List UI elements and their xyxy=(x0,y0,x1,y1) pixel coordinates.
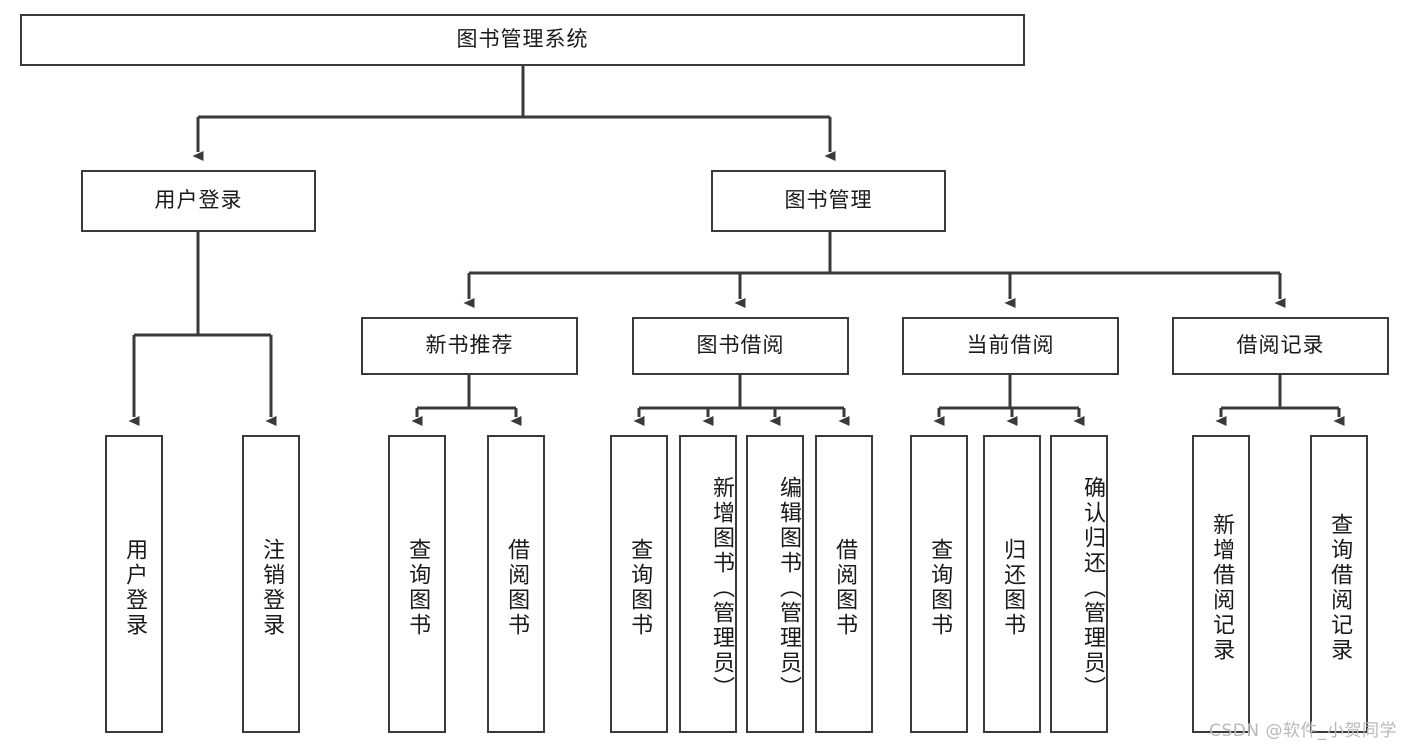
node-user-login[interactable]: 用户登录 xyxy=(81,170,316,232)
node-current-borrow[interactable]: 当前借阅 xyxy=(902,317,1119,375)
node-borrow-record-label: 借阅记录 xyxy=(1236,333,1325,358)
node-book-borrow-label: 图书借阅 xyxy=(696,333,785,358)
leaf-cb-return-book-label: 归还图书 xyxy=(1000,538,1026,638)
leaf-bb-borrow-book-label: 借阅图书 xyxy=(832,538,858,638)
leaf-user-login-label: 用户登录 xyxy=(122,538,148,638)
node-root-label: 图书管理系统 xyxy=(456,27,589,52)
node-book-management[interactable]: 图书管理 xyxy=(711,170,946,232)
leaf-bb-add-book[interactable]: 新增图书（管理员） xyxy=(679,435,737,733)
leaf-br-query-record-label: 查询借阅记录 xyxy=(1327,513,1353,663)
node-new-book-recommend[interactable]: 新书推荐 xyxy=(361,317,578,375)
leaf-logout[interactable]: 注销登录 xyxy=(242,435,300,733)
leaf-bb-query-book[interactable]: 查询图书 xyxy=(610,435,668,733)
leaf-bb-edit-book[interactable]: 编辑图书（管理员） xyxy=(746,435,804,733)
node-borrow-record[interactable]: 借阅记录 xyxy=(1172,317,1389,375)
leaf-user-login[interactable]: 用户登录 xyxy=(105,435,163,733)
node-root[interactable]: 图书管理系统 xyxy=(20,14,1025,66)
leaf-nb-borrow-book-label: 借阅图书 xyxy=(504,538,530,638)
leaf-nb-query-book-label: 查询图书 xyxy=(405,538,431,638)
leaf-br-add-record[interactable]: 新增借阅记录 xyxy=(1192,435,1250,733)
leaf-bb-borrow-book[interactable]: 借阅图书 xyxy=(815,435,873,733)
leaf-nb-query-book[interactable]: 查询图书 xyxy=(388,435,446,733)
node-current-borrow-label: 当前借阅 xyxy=(966,333,1055,358)
node-new-book-recommend-label: 新书推荐 xyxy=(425,333,514,358)
leaf-bb-edit-book-label: 编辑图书（管理员） xyxy=(776,475,801,701)
node-book-borrow[interactable]: 图书借阅 xyxy=(632,317,849,375)
leaf-logout-label: 注销登录 xyxy=(259,538,285,638)
node-book-management-label: 图书管理 xyxy=(784,188,873,213)
leaf-cb-query-book[interactable]: 查询图书 xyxy=(910,435,968,733)
leaf-nb-borrow-book[interactable]: 借阅图书 xyxy=(487,435,545,733)
leaf-cb-confirm-return-label: 确认归还（管理员） xyxy=(1080,475,1105,701)
leaf-bb-query-book-label: 查询图书 xyxy=(627,538,653,638)
leaf-br-query-record[interactable]: 查询借阅记录 xyxy=(1310,435,1368,733)
leaf-bb-add-book-label: 新增图书（管理员） xyxy=(709,475,734,701)
leaf-cb-return-book[interactable]: 归还图书 xyxy=(983,435,1041,733)
leaf-br-add-record-label: 新增借阅记录 xyxy=(1209,513,1235,663)
node-user-login-label: 用户登录 xyxy=(154,188,243,213)
leaf-cb-confirm-return[interactable]: 确认归还（管理员） xyxy=(1050,435,1108,733)
leaf-cb-query-book-label: 查询图书 xyxy=(927,538,953,638)
